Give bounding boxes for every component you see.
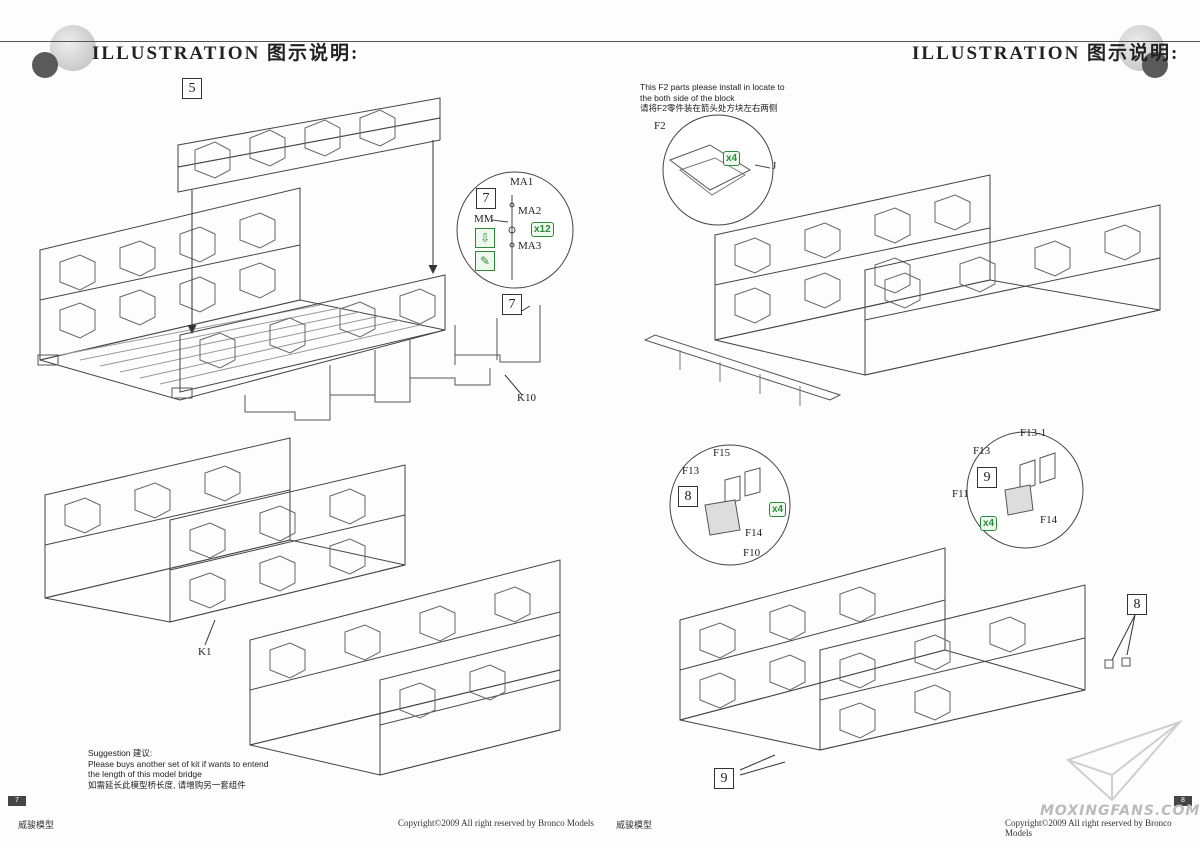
paper-plane-logo: [1066, 719, 1184, 802]
part-label-f13: F13: [682, 465, 700, 477]
step-number-5: 5: [182, 78, 202, 99]
part-label-f13: F13: [973, 445, 991, 457]
step-number-7-detail: 7: [476, 188, 496, 209]
page-title: ILLUSTRATION 图示说明:: [912, 43, 1180, 64]
quantity-badge-x4-8: x4: [769, 502, 787, 517]
part-label-ma3: MA3: [518, 240, 542, 252]
suggestion-line-1: Please buys another set of kit if wants …: [88, 758, 269, 769]
header-circle-dark: [32, 52, 58, 78]
bridge-assembly-illustration-right: [643, 114, 1184, 802]
quantity-badge-x4-f2: x4: [723, 151, 741, 166]
step-number-9-detail: 9: [977, 467, 997, 488]
part-label-f11: F11: [952, 488, 969, 500]
part-label-f10: F10: [743, 547, 761, 559]
header-rule: [0, 41, 600, 42]
page-number: 8: [1174, 796, 1192, 806]
header-circle-dark: [1142, 52, 1168, 78]
footer-copyright: Copyright©2009 All right reserved by Bro…: [398, 818, 594, 828]
page-number: 7: [8, 796, 26, 806]
step-number-9: 9: [714, 768, 734, 789]
f2-install-note: This F2 parts please install in locate t…: [640, 82, 785, 114]
footer-brand: 威骏模型: [18, 820, 55, 830]
bridge-assembly-illustration-top: [37, 97, 574, 776]
part-label-ma1: MA1: [510, 176, 534, 188]
site-watermark: MOXINGFANS.COM: [1040, 803, 1200, 819]
step-number-8: 8: [1127, 594, 1147, 615]
footer-copyright: Copyright©2009 All right reserved by Bro…: [1005, 818, 1172, 838]
part-label-mm: MM: [474, 213, 494, 225]
suggestion-line-3: 如需延长此模型桥长度, 请增购另一套组件: [88, 779, 246, 790]
left-page: ILLUSTRATION 图示说明: 5: [0, 25, 600, 830]
step-number-7: 7: [502, 294, 522, 315]
note-line-1: This F2 parts please install in locate t…: [640, 82, 785, 92]
part-label-f15: F15: [713, 447, 731, 459]
quantity-badge-x4-9: x4: [980, 516, 998, 531]
step-number-8-detail: 8: [678, 486, 698, 507]
note-line-3: 请将F2零件装在箭头处方块左右两侧: [640, 103, 778, 113]
suggestion-heading: Suggestion 建议:: [88, 748, 153, 758]
part-label-k1: K1: [198, 646, 212, 658]
cement-icon: ✎: [475, 251, 495, 271]
part-label-k10: K10: [517, 392, 536, 404]
part-label-f13-1: F13-1: [1020, 427, 1047, 439]
header-rule: [600, 41, 1200, 42]
right-page: ILLUSTRATION 图示说明: This F2 parts please …: [600, 0, 1200, 848]
glue-icon: ⇩: [475, 228, 495, 248]
part-label-j: J: [772, 160, 777, 172]
part-label-ma2: MA2: [518, 205, 542, 217]
part-label-f14: F14: [1040, 514, 1058, 526]
quantity-badge-x12: x12: [531, 222, 554, 237]
suggestion-note: Suggestion 建议: Please buys another set o…: [88, 748, 269, 790]
suggestion-line-2: the length of this model bridge: [88, 769, 202, 779]
note-line-2: the both side of the block: [640, 92, 735, 103]
part-label-f2: F2: [654, 120, 666, 132]
part-label-f14: F14: [745, 527, 763, 539]
footer-brand: 威骏模型: [616, 820, 653, 830]
page-title: ILLUSTRATION 图示说明:: [92, 43, 360, 64]
